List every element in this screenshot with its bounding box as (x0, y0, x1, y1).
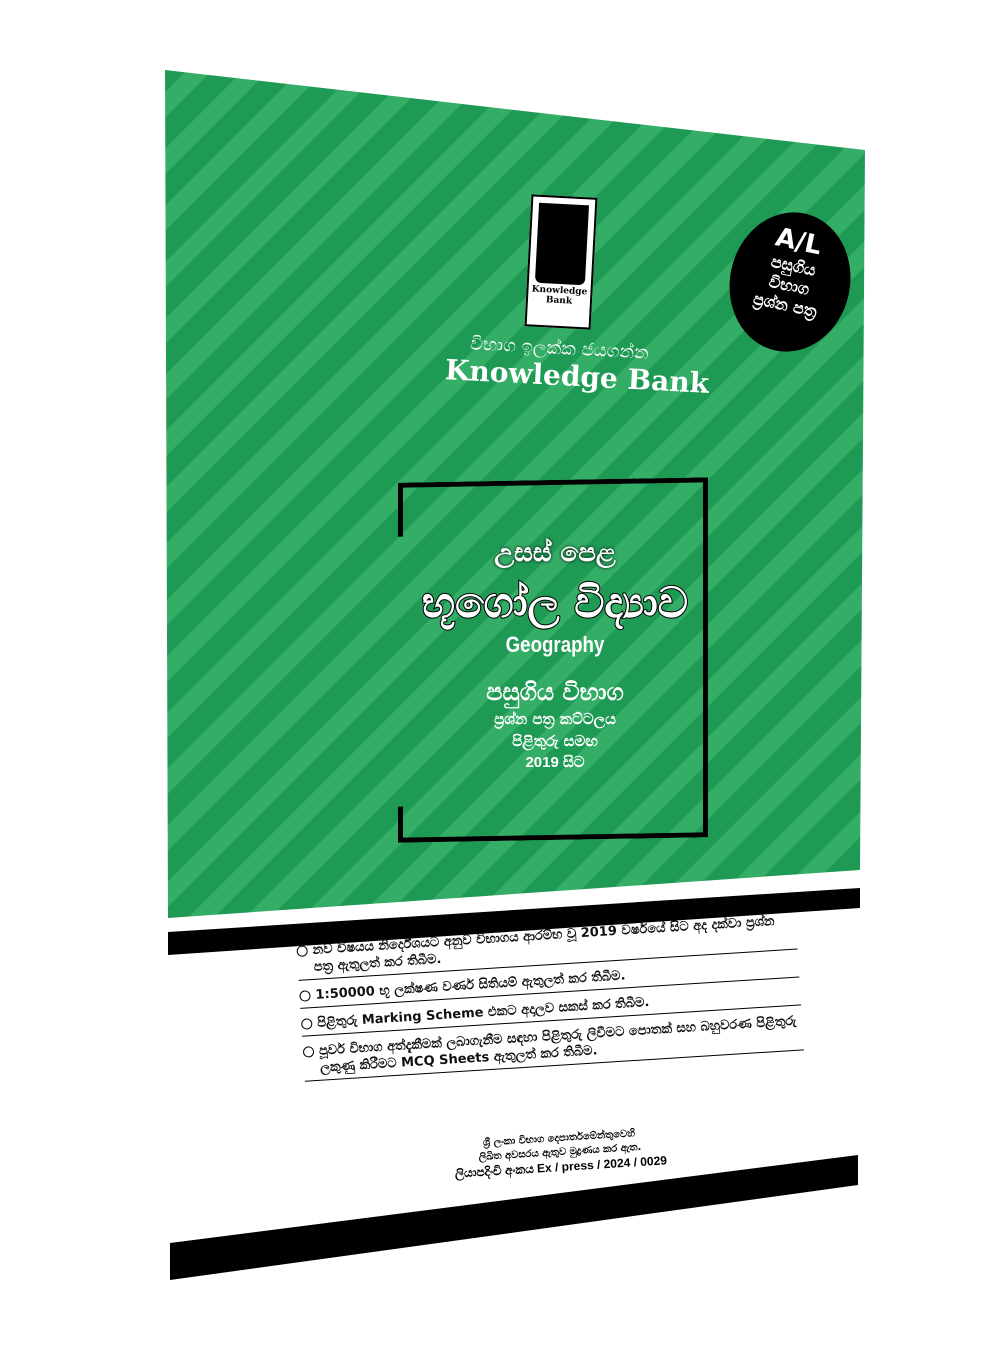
section-title: පසුගිය විභාග (486, 678, 624, 706)
level-label: උසස් පෙළ (494, 538, 616, 568)
logo-emblem-icon (534, 202, 590, 286)
title-frame (398, 477, 708, 842)
book-title: භූගෝල විද්‍යාව (421, 577, 689, 628)
knowledge-bank-logo: Knowledge Bank (524, 194, 598, 330)
cover-line-1: ප්‍රශ්න පත්‍ර කට්ටලය (494, 710, 616, 728)
english-title: Geography (505, 632, 605, 657)
cover-line-3: 2019 සිට (525, 754, 585, 771)
cover-line-2: පිළිතුරු සමඟ (512, 732, 598, 750)
